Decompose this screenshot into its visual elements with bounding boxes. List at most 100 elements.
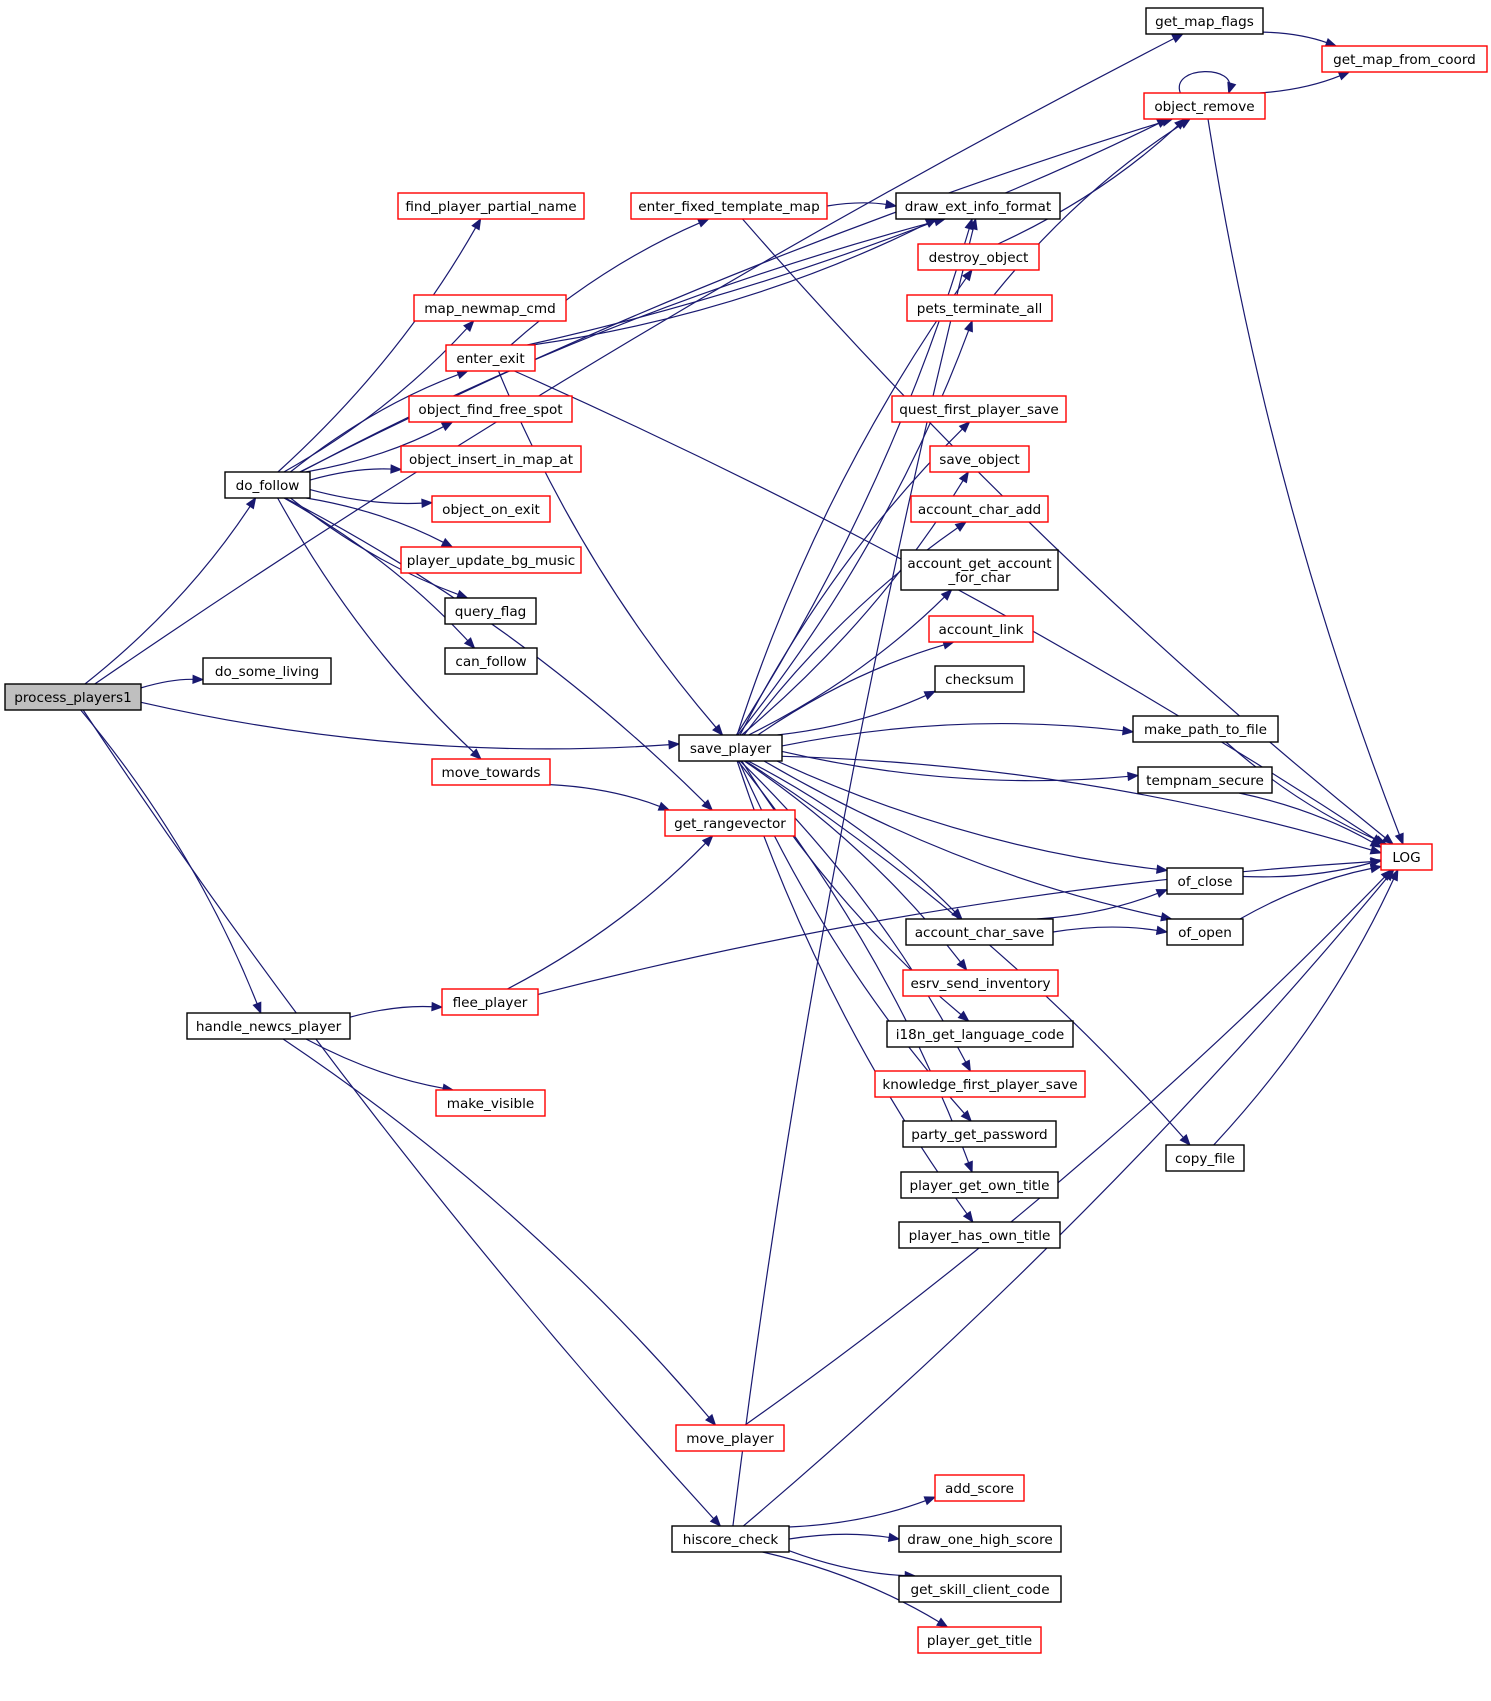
node-do_some_living[interactable]: do_some_living — [202, 657, 332, 685]
node-get_map_from_coord[interactable]: get_map_from_coord — [1321, 45, 1488, 73]
node-object_on_exit[interactable]: object_on_exit — [431, 495, 551, 523]
node-enter_fixed_template_map[interactable]: enter_fixed_template_map — [630, 192, 828, 220]
arrowhead — [471, 217, 482, 231]
edge-handle_newcs_player-to-move_player — [282, 1038, 717, 1427]
edge-save_player-to-make_path_to_file — [781, 722, 1135, 747]
node-find_player_partial_name[interactable]: find_player_partial_name — [397, 192, 585, 220]
node-label: i18n_get_language_code — [896, 1027, 1064, 1043]
arrowhead — [884, 199, 898, 210]
node-quest_first_player_save[interactable]: quest_first_player_save — [891, 395, 1067, 423]
edge-save_player-to-of_open — [763, 760, 1173, 922]
edge-process_players1-to-save_player — [140, 701, 681, 750]
node-save_object[interactable]: save_object — [929, 445, 1030, 473]
node-box — [408, 395, 573, 423]
node-box — [1165, 1144, 1245, 1172]
node-label: can_follow — [455, 654, 526, 670]
node-label: do_some_living — [215, 664, 319, 680]
node-box — [1132, 715, 1279, 743]
node-get_skill_client_code[interactable]: get_skill_client_code — [898, 1575, 1062, 1603]
node-hiscore_check[interactable]: hiscore_check — [671, 1525, 790, 1553]
node-of_open[interactable]: of_open — [1166, 918, 1244, 946]
node-box — [444, 647, 538, 675]
node-query_flag[interactable]: query_flag — [444, 597, 537, 625]
node-account_char_add[interactable]: account_char_add — [910, 495, 1049, 523]
node-LOG[interactable]: LOG — [1380, 843, 1433, 871]
node-esrv_send_inventory[interactable]: esrv_send_inventory — [902, 969, 1059, 997]
node-get_rangevector[interactable]: get_rangevector — [664, 809, 796, 837]
node-box — [898, 1221, 1061, 1249]
node-object_find_free_spot[interactable]: object_find_free_spot — [408, 395, 573, 423]
arrowhead — [923, 690, 937, 701]
edge-line — [1238, 792, 1374, 844]
node-can_follow[interactable]: can_follow — [444, 647, 538, 675]
arrowhead — [469, 748, 482, 760]
node-label: player_has_own_title — [909, 1228, 1051, 1244]
arrowhead — [1370, 856, 1383, 867]
node-make_path_to_file[interactable]: make_path_to_file — [1132, 715, 1279, 743]
node-get_map_flags[interactable]: get_map_flags — [1145, 7, 1264, 35]
node-account_char_save[interactable]: account_char_save — [905, 918, 1054, 946]
node-add_score[interactable]: add_score — [934, 1474, 1025, 1502]
arrowhead — [421, 498, 434, 508]
node-label: account_get_account — [907, 556, 1051, 572]
node-handle_newcs_player[interactable]: handle_newcs_player — [186, 1012, 351, 1040]
node-box — [400, 445, 582, 473]
node-player_get_own_title[interactable]: player_get_own_title — [900, 1171, 1059, 1199]
node-map_newmap_cmd[interactable]: map_newmap_cmd — [413, 294, 567, 322]
node-move_towards[interactable]: move_towards — [431, 758, 551, 786]
arrowhead — [456, 370, 469, 380]
node-save_player[interactable]: save_player — [678, 734, 783, 762]
node-player_has_own_title[interactable]: player_has_own_title — [898, 1221, 1061, 1249]
node-knowledge_first_player_save[interactable]: knowledge_first_player_save — [874, 1070, 1086, 1098]
node-label: make_path_to_file — [1144, 722, 1267, 738]
arrowhead — [1369, 863, 1383, 874]
edge-line — [1259, 74, 1342, 94]
node-box — [630, 192, 828, 220]
node-flee_player[interactable]: flee_player — [441, 988, 539, 1016]
node-object_remove[interactable]: object_remove — [1143, 92, 1266, 120]
edge-save_player-to-checksum — [777, 690, 937, 736]
arrowhead — [463, 320, 475, 332]
node-box — [928, 615, 1034, 643]
node-box — [435, 1089, 546, 1117]
node-box — [929, 445, 1030, 473]
node-player_update_bg_music[interactable]: player_update_bg_music — [400, 546, 582, 574]
node-label: knowledge_first_player_save — [882, 1077, 1077, 1093]
edge-line — [762, 1551, 941, 1623]
edge-line — [549, 783, 661, 808]
node-account_get_account_for_char[interactable]: account_get_account_for_char — [900, 549, 1059, 591]
node-label: player_get_own_title — [909, 1178, 1049, 1194]
node-box — [900, 1171, 1059, 1199]
node-checksum[interactable]: checksum — [934, 665, 1025, 693]
node-label: get_skill_client_code — [910, 1582, 1049, 1598]
node-make_visible[interactable]: make_visible — [435, 1089, 546, 1117]
edge-of_open-to-LOG — [1239, 863, 1383, 920]
node-account_link[interactable]: account_link — [928, 615, 1034, 643]
node-box — [917, 243, 1040, 271]
node-player_get_title[interactable]: player_get_title — [917, 1626, 1042, 1654]
edge-line — [510, 222, 701, 346]
node-enter_exit[interactable]: enter_exit — [445, 344, 536, 372]
node-object_insert_in_map_at[interactable]: object_insert_in_map_at — [400, 445, 582, 473]
arrowhead — [431, 1001, 444, 1012]
node-draw_ext_info_format[interactable]: draw_ext_info_format — [895, 192, 1061, 220]
node-draw_one_high_score[interactable]: draw_one_high_score — [898, 1525, 1062, 1553]
arrowhead — [440, 537, 454, 548]
arrowhead — [1394, 832, 1404, 846]
node-box — [905, 918, 1054, 946]
node-party_get_password[interactable]: party_get_password — [902, 1120, 1057, 1148]
node-label: player_get_title — [927, 1633, 1032, 1649]
node-i18n_get_language_code[interactable]: i18n_get_language_code — [886, 1020, 1074, 1048]
node-box — [1166, 867, 1244, 895]
node-label: query_flag — [455, 604, 527, 620]
node-pets_terminate_all[interactable]: pets_terminate_all — [906, 294, 1053, 322]
arrowhead — [923, 1496, 937, 1506]
edge-hiscore_check-to-get_skill_client_code — [788, 1550, 917, 1581]
node-copy_file[interactable]: copy_file — [1165, 1144, 1245, 1172]
node-do_follow[interactable]: do_follow — [224, 471, 311, 499]
node-process_players1[interactable]: process_players1 — [4, 683, 142, 711]
node-move_player[interactable]: move_player — [675, 1424, 785, 1452]
node-destroy_object[interactable]: destroy_object — [917, 243, 1040, 271]
node-tempnam_secure[interactable]: tempnam_secure — [1137, 766, 1273, 794]
node-of_close[interactable]: of_close — [1166, 867, 1244, 895]
